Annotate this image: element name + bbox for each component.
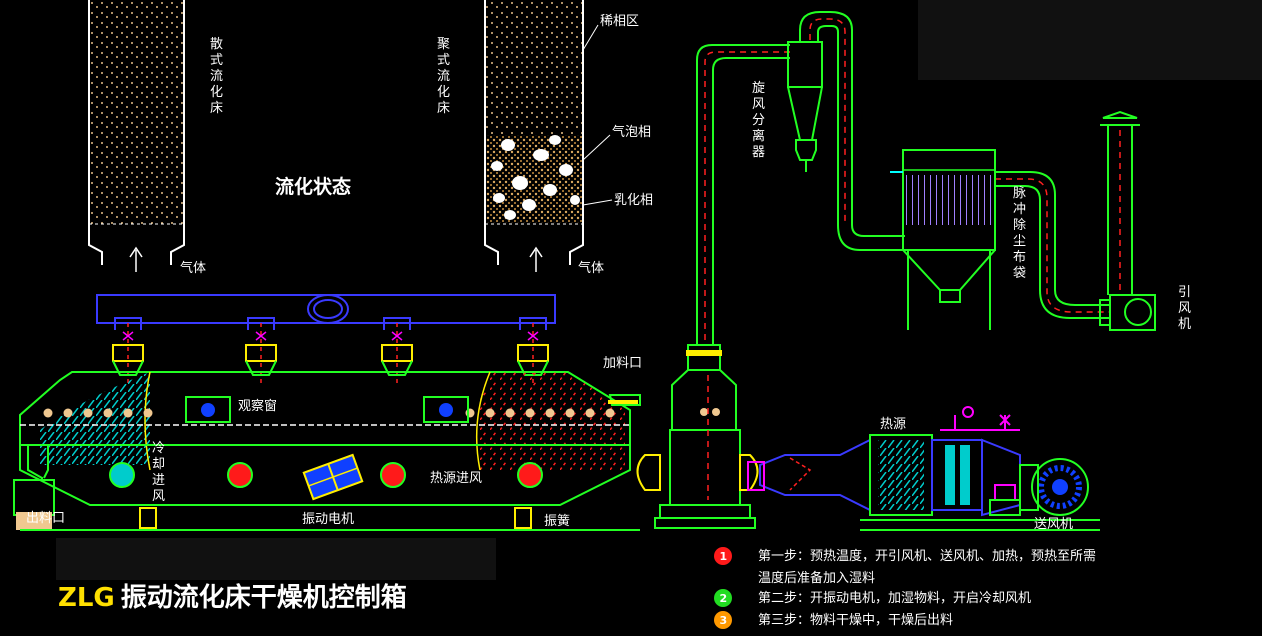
- blower: [1019, 458, 1089, 516]
- feed-inlet-label: 加料口: [603, 356, 642, 371]
- dryer-body: [13, 371, 641, 531]
- step-1-text: 第一步：预热温度，开引风机、送风机、加热，预热至所需: [758, 548, 1096, 564]
- heat-source-unit: [747, 406, 1100, 531]
- step-3: 3 第三步：物料干燥中，干燥后出料: [714, 611, 953, 629]
- induced-fan-label: 引风机: [1178, 285, 1191, 332]
- gas-label-left: 气体: [180, 260, 206, 276]
- blank-panel: [918, 0, 1262, 80]
- emulsion-phase-label: 乳化相: [614, 193, 653, 208]
- spring-label: 振簧: [544, 513, 570, 529]
- heat-source-label: 热源: [880, 417, 906, 432]
- step-3-badge: [714, 611, 732, 629]
- step-1: 1 第一步：预热温度，开引风机、送风机、加热，预热至所需 温度后准备加入湿料: [714, 547, 1096, 586]
- air-distribution-pipes: [112, 317, 549, 385]
- duct-network: [696, 11, 1140, 345]
- step-2-text: 第二步：开振动电机，加湿物料，开启冷却风机: [758, 591, 1031, 606]
- title-main: 振动流化床干燥机控制箱: [121, 582, 407, 613]
- aggregated-bed-label: 聚式流化床: [437, 37, 450, 116]
- step-1-badge: [714, 547, 732, 565]
- blank-panel-bottom: [56, 538, 496, 580]
- fluidization-state-title: 流化状态: [275, 175, 351, 198]
- bubble-phase-label: 气泡相: [612, 124, 651, 140]
- step-2-badge: [714, 589, 732, 607]
- heat-inlet-label: 热源进风: [430, 471, 482, 486]
- steps-list: 1 第一步：预热温度，开引风机、送风机、加热，预热至所需 温度后准备加入湿料 2…: [714, 547, 1096, 629]
- gas-label-right: 气体: [578, 260, 604, 276]
- svg-text:1: 1: [720, 550, 728, 563]
- pulse-bag-filter: [890, 149, 996, 330]
- vibration-motor-label: 振动电机: [302, 512, 354, 527]
- dilute-zone-label: 稀相区: [600, 14, 639, 29]
- dispersed-bed-label: 散式流化床: [210, 37, 223, 116]
- discharge-label: 出料口: [26, 511, 65, 526]
- separator-hopper: [636, 344, 759, 529]
- cyclone-label: 旋风分离器: [752, 81, 765, 160]
- step-1-text-cont: 温度后准备加入湿料: [758, 570, 875, 586]
- step-2: 2 第二步：开振动电机，加湿物料，开启冷却风机: [714, 589, 1031, 607]
- cooling-inlet-label: 冷却进风: [152, 441, 165, 504]
- cyclone-separator: [787, 41, 823, 172]
- svg-text:3: 3: [720, 614, 728, 627]
- hot-air-manifold: [96, 294, 556, 324]
- dispersed-bed-column: [88, 0, 185, 272]
- observation-window-label: 观察窗: [238, 398, 277, 414]
- aggregated-bed-column: [484, 0, 613, 272]
- title-prefix: ZLG: [58, 583, 115, 613]
- blower-label: 送风机: [1034, 517, 1073, 532]
- step-3-text: 第三步：物料干燥中，干燥后出料: [758, 613, 953, 628]
- induced-fan: [1099, 294, 1156, 331]
- svg-text:2: 2: [720, 592, 728, 605]
- pulse-bag-filter-label: 脉冲除尘布袋: [1013, 186, 1026, 281]
